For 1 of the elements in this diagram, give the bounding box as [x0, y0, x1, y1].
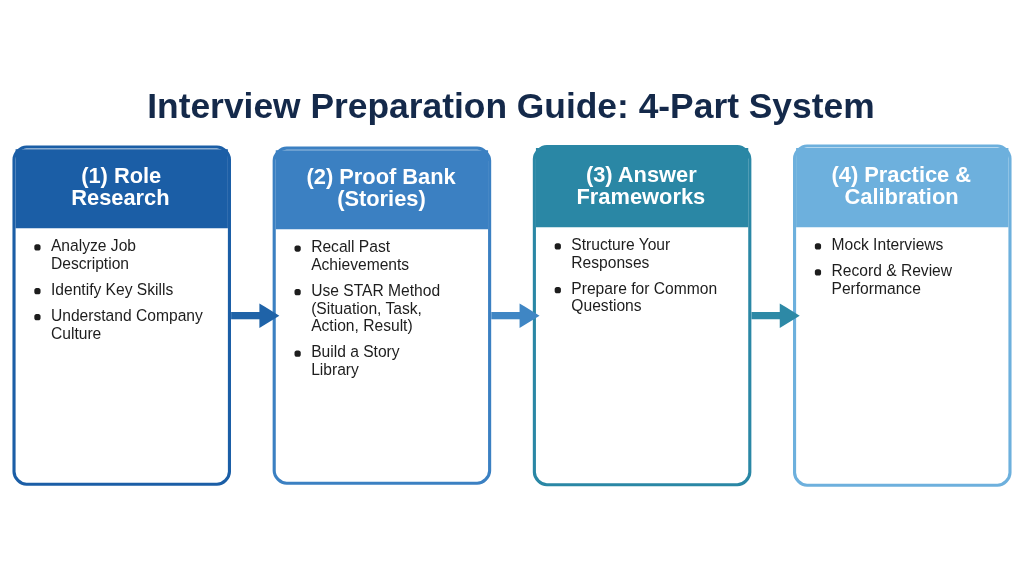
diagram-title: Interview Preparation Guide: 4-Part System	[147, 85, 875, 125]
